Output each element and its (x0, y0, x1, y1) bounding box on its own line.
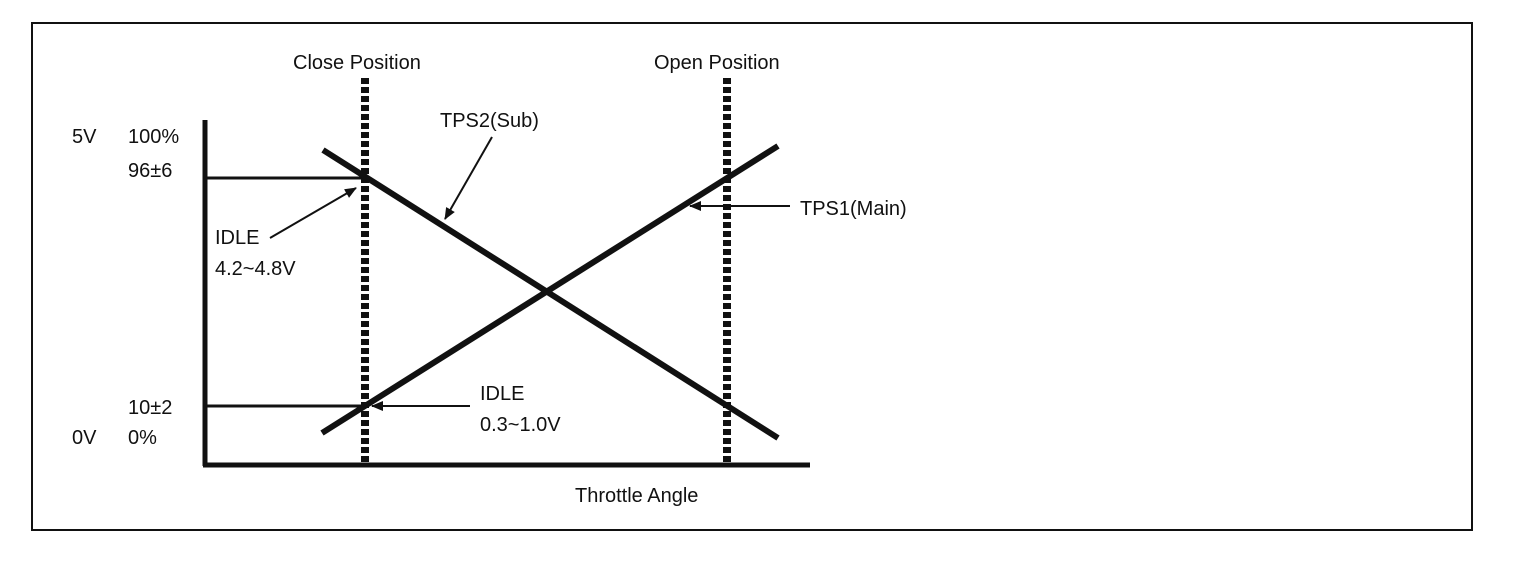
arrow-idle-high (269, 187, 357, 239)
diagram-frame (31, 22, 1473, 531)
y-label-96: 96±6 (128, 160, 172, 182)
open-position-label: Open Position (654, 52, 780, 74)
series-label-tps2: TPS2(Sub) (440, 110, 539, 132)
idle-low-title: IDLE (480, 383, 524, 405)
y-label-0v: 0V (72, 427, 97, 449)
y-label-0pct: 0% (128, 427, 157, 449)
idle-high-title: IDLE (215, 227, 259, 249)
idle-low-range: 0.3~1.0V (480, 414, 561, 436)
x-axis-label: Throttle Angle (575, 485, 698, 507)
y-label-5v: 5V (72, 126, 97, 148)
series-line-tps2 (321, 147, 780, 441)
series-line-tps1 (320, 143, 780, 436)
close-position-label: Close Position (293, 52, 421, 74)
series-label-tps1: TPS1(Main) (800, 198, 907, 220)
idle-high-range: 4.2~4.8V (215, 258, 296, 280)
arrow-tps2 (444, 136, 493, 220)
y-label-100pct: 100% (128, 126, 179, 148)
y-label-10: 10±2 (128, 397, 172, 419)
